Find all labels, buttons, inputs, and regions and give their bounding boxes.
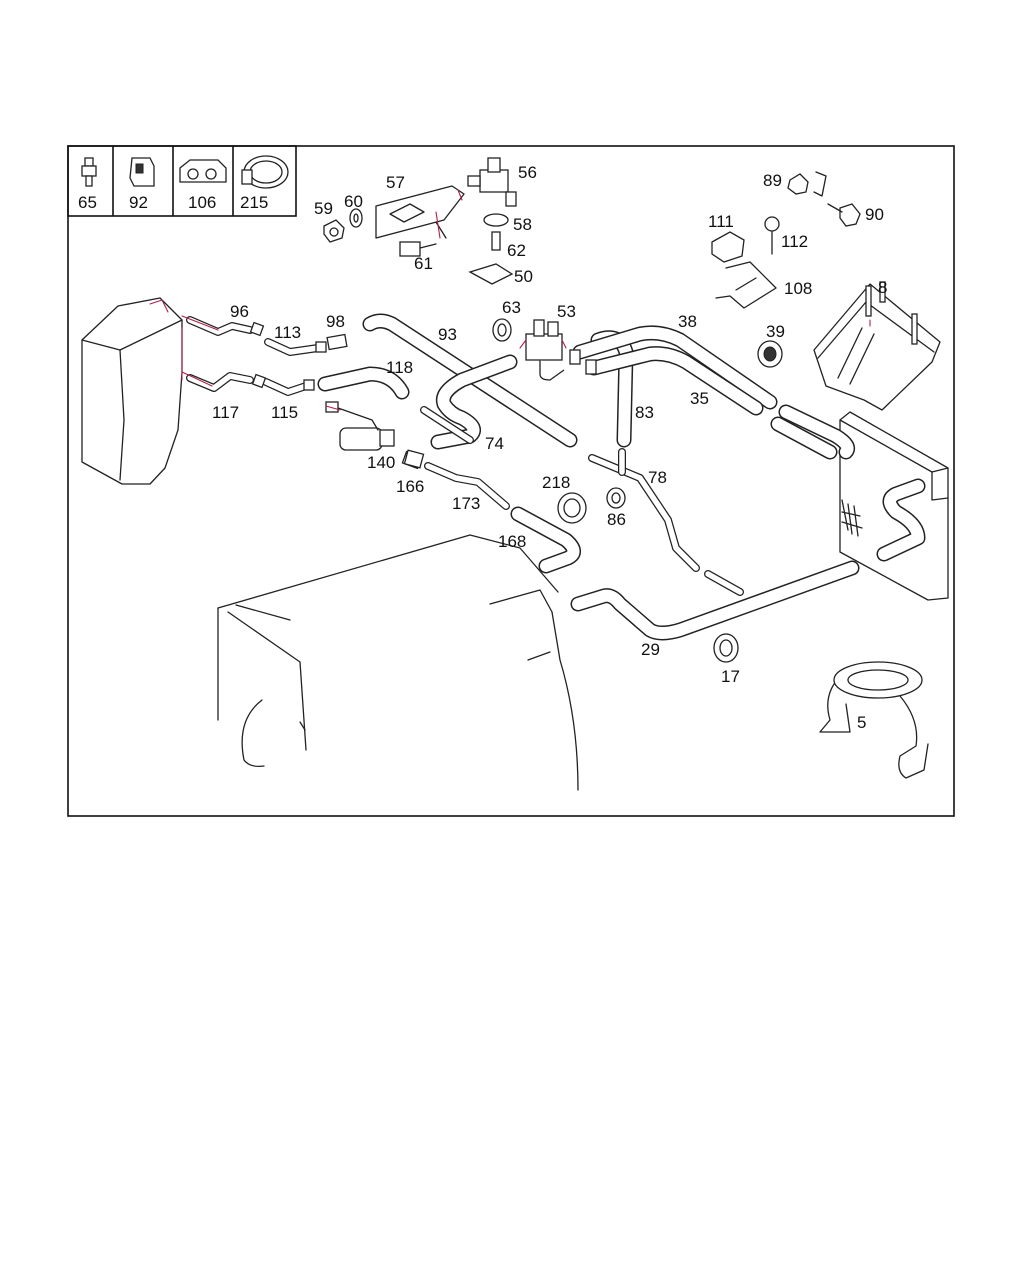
hoses [317,313,926,641]
label-115: 115 [271,403,298,422]
label-108: 108 [784,279,812,298]
cover-shroud [813,281,941,411]
legend-hose-clamp-icon [241,155,289,189]
heater-core [839,411,949,601]
label-78: 78 [648,468,667,487]
engine-block [217,534,579,791]
label-59: 59 [314,199,333,218]
parts-legend: 65 92 106 215 [67,145,297,217]
screw-112 [764,216,780,255]
grommet-63 [492,318,512,342]
valve-56 [467,157,517,285]
part-labels: 57 56 59 60 58 62 61 50 89 90 111 112 10… [212,163,887,732]
label-118: 118 [386,358,413,377]
control-valve-53 [519,319,567,381]
air-duct-5 [819,661,929,779]
label-63: 63 [502,298,521,317]
label-173: 173 [452,494,480,513]
label-83: 83 [635,403,654,422]
label-57: 57 [386,173,405,192]
label-96: 96 [230,302,249,321]
label-111: 111 [708,212,734,231]
label-5: 5 [857,713,866,732]
label-29: 29 [641,640,660,659]
label-74: 74 [485,434,504,453]
label-39: 39 [766,322,785,341]
legend-label-65: 65 [78,193,97,212]
coolant-tank [81,297,183,485]
label-140: 140 [367,453,395,472]
nut-59 [323,219,345,243]
label-56: 56 [518,163,537,182]
label-90: 90 [865,205,884,224]
label-117: 117 [212,403,239,422]
label-89: 89 [763,171,782,190]
grommet-86 [606,487,626,509]
grommet-39 [757,340,783,368]
legend-label-215: 215 [240,193,268,212]
label-38: 38 [678,312,697,331]
grommet-17 [713,633,739,663]
legend-label-92: 92 [129,193,148,212]
label-166: 166 [396,477,424,496]
diagram-frame [67,145,955,817]
legend-double-clip-icon [179,159,227,183]
thin-lines [181,315,744,596]
label-8: 8 [878,278,887,297]
bracket-57 [375,185,465,257]
clip-111 [711,231,745,263]
legend-clip-icon [129,157,155,187]
nut-89 [787,171,827,197]
legend-label-106: 106 [188,193,216,212]
label-35: 35 [690,389,709,408]
label-86: 86 [607,510,626,529]
bolt-90 [827,203,861,227]
connector-166 [403,449,425,469]
label-168: 168 [498,532,526,551]
label-112: 112 [781,232,808,251]
label-62: 62 [507,241,526,260]
label-17: 17 [721,667,740,686]
label-61: 61 [414,254,433,273]
label-60: 60 [344,192,363,211]
pump-motor-140 [325,401,395,451]
label-53: 53 [557,302,576,321]
label-98: 98 [326,312,345,331]
bracket-108 [715,261,777,309]
legend-pin-icon [81,157,97,187]
washer-60 [349,208,363,228]
label-50: 50 [514,267,533,286]
label-218: 218 [542,473,570,492]
label-93: 93 [438,325,457,344]
label-113: 113 [274,323,301,342]
label-58: 58 [513,215,532,234]
grommet-218 [557,492,587,524]
